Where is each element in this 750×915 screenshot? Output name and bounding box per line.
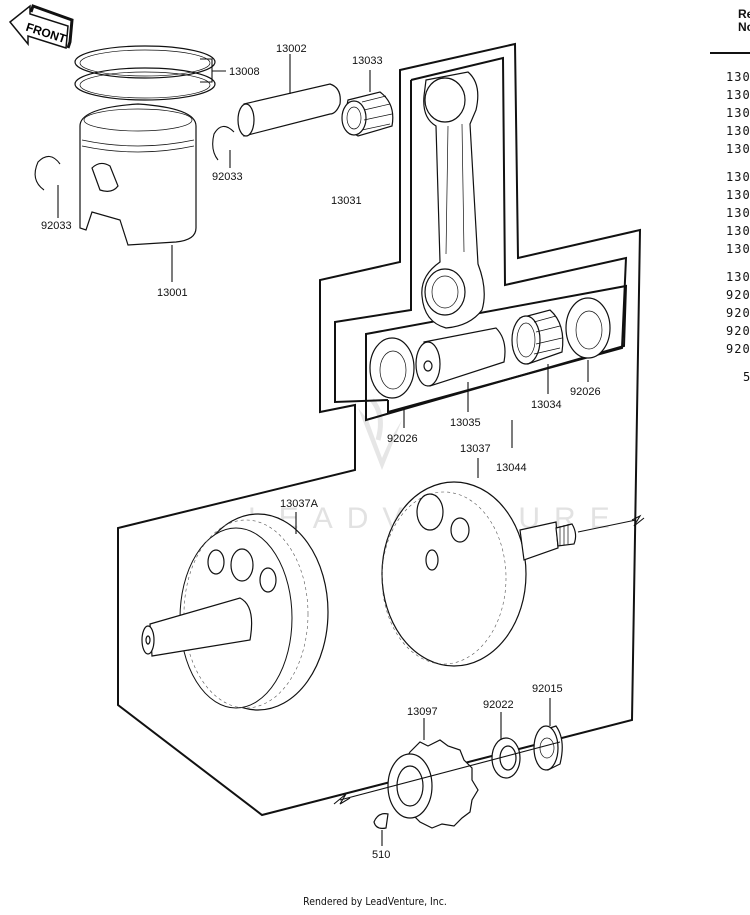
callout-13044[interactable]: 13044	[496, 462, 527, 474]
axis-break-icon	[333, 793, 351, 805]
ref-row[interactable]: 130	[726, 88, 750, 102]
ref-row[interactable]: 920	[726, 342, 750, 356]
connecting-rod	[421, 71, 485, 329]
ref-row[interactable]: 130	[726, 206, 750, 220]
ref-row[interactable]: 920	[726, 306, 750, 320]
thrust-washer-right	[565, 297, 611, 382]
assembly-axis-line	[339, 741, 561, 801]
callout-92015[interactable]: 92015	[532, 683, 563, 695]
callout-13034[interactable]: 13034	[531, 399, 562, 411]
ref-row[interactable]: 130	[726, 188, 750, 202]
callout-510[interactable]: 510	[372, 849, 390, 861]
ref-header-line1: Re	[738, 7, 750, 21]
crankshaft-right-half	[381, 458, 645, 667]
front-arrow-icon: FRONT	[8, 4, 74, 49]
crank-pin	[415, 327, 506, 412]
ref-row[interactable]: 5	[743, 370, 750, 384]
callout-92022[interactable]: 92022	[483, 699, 514, 711]
ref-row[interactable]: 130	[726, 70, 750, 84]
callout-92026-left[interactable]: 92026	[387, 433, 418, 445]
callout-92026-right[interactable]: 92026	[570, 386, 601, 398]
callout-13031[interactable]: 13031	[331, 195, 362, 207]
header-rule	[710, 52, 750, 54]
big-end-bearing	[511, 309, 564, 394]
woodruff-key	[373, 813, 389, 846]
flange-nut	[533, 698, 563, 771]
snap-ring-left	[34, 155, 61, 218]
callout-13002[interactable]: 13002	[276, 43, 307, 55]
small-end-bearing	[341, 70, 394, 137]
lock-washer	[491, 712, 521, 779]
ref-row[interactable]: 130	[726, 242, 750, 256]
callout-92033-left[interactable]: 92033	[41, 220, 72, 232]
piston-pin	[237, 54, 341, 137]
ref-row[interactable]: 920	[726, 288, 750, 302]
drive-gear	[387, 718, 479, 829]
callout-13001[interactable]: 13001	[157, 287, 188, 299]
ref-row[interactable]: 130	[726, 124, 750, 138]
ref-row[interactable]: 130	[726, 106, 750, 120]
ref-header: Re No	[738, 8, 750, 34]
callout-13008[interactable]: 13008	[229, 66, 260, 78]
ref-row[interactable]: 130	[726, 170, 750, 184]
thrust-washer-left	[369, 337, 415, 428]
footer-credit: Rendered by LeadVenture, Inc.	[303, 895, 447, 908]
piston-rings	[74, 45, 226, 101]
ref-row[interactable]: 130	[726, 142, 750, 156]
callout-13037A[interactable]: 13037A	[280, 498, 319, 510]
ref-row[interactable]: 130	[726, 270, 750, 284]
assembly-outline	[117, 42, 642, 817]
callout-labels: 13008 13002 13033 92033 92033 13001 1303…	[41, 43, 601, 861]
crankshaft-left-half	[141, 512, 329, 711]
callout-92033-right[interactable]: 92033	[212, 171, 243, 183]
ref-header-line2: No	[738, 20, 750, 34]
ref-row[interactable]: 130	[726, 224, 750, 238]
callout-13035[interactable]: 13035	[450, 417, 481, 429]
callout-13097[interactable]: 13097	[407, 706, 438, 718]
ref-row[interactable]: 920	[726, 324, 750, 338]
callout-13033[interactable]: 13033	[352, 55, 383, 67]
piston	[79, 103, 197, 282]
snap-ring-right	[212, 125, 235, 168]
callout-13037[interactable]: 13037	[460, 443, 491, 455]
